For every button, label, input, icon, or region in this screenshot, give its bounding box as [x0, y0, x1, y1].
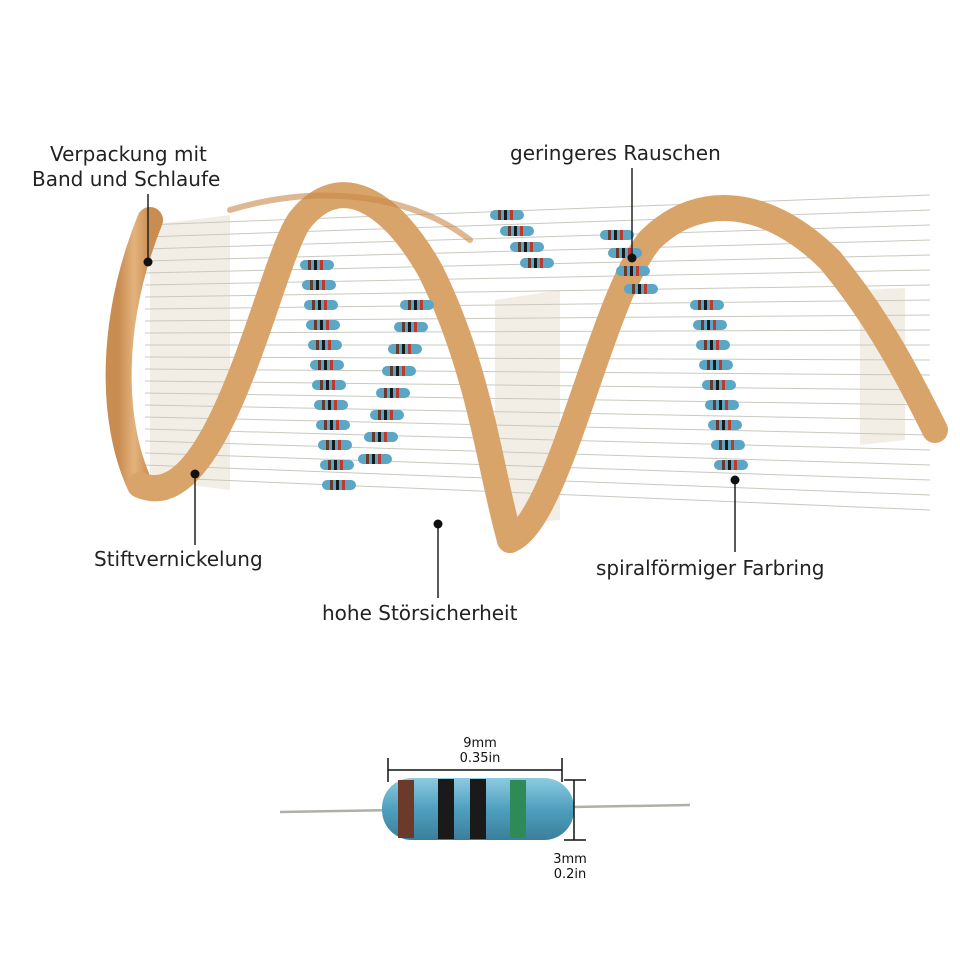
lead-wire	[144, 209, 931, 238]
lead-wire	[144, 440, 931, 466]
small-resistor	[400, 300, 434, 310]
small-resistor	[320, 460, 354, 470]
callout-packaging-line2: Band und Schlaufe	[32, 167, 221, 191]
small-resistor	[306, 320, 340, 330]
lead-wire	[144, 380, 931, 391]
small-resistor	[308, 340, 342, 350]
lead-wire	[144, 452, 931, 481]
small-resistor	[314, 400, 348, 410]
small-resistor	[304, 300, 338, 310]
small-resistor	[699, 360, 733, 370]
color-band-1	[398, 780, 414, 838]
callout-dots	[143, 253, 740, 529]
small-resistor	[364, 432, 398, 442]
callout-nickel-pins: Stiftvernickelung	[94, 547, 263, 571]
small-resistor	[358, 454, 392, 464]
color-band-2	[438, 779, 454, 839]
small-resistor	[702, 380, 736, 390]
lead-wire	[144, 428, 931, 451]
lead-wire	[144, 329, 931, 334]
small-resistor	[318, 440, 352, 450]
lead-wire	[144, 416, 931, 436]
resistor-band	[300, 210, 748, 490]
small-resistor	[714, 460, 748, 470]
callout-color-ring: spiralförmiger Farbring	[596, 556, 825, 580]
lead-wire	[144, 368, 931, 376]
small-resistor	[316, 420, 350, 430]
small-resistor	[696, 340, 730, 350]
small-resistor	[705, 400, 739, 410]
small-resistor	[616, 266, 650, 276]
callout-lines	[147, 168, 736, 598]
callout-low-noise: geringeres Rauschen	[510, 141, 721, 165]
length-in-label: 0.35in	[459, 751, 501, 766]
lead-wire	[144, 392, 931, 406]
length-mm-label: 9mm	[463, 736, 497, 751]
small-resistor	[322, 480, 356, 490]
color-band-4	[510, 780, 526, 838]
small-resistor	[510, 242, 544, 252]
callout-interference: hohe Störsicherheit	[322, 601, 518, 625]
small-resistor	[490, 210, 524, 220]
packaging-tape	[105, 182, 948, 553]
lead-wire	[144, 314, 931, 322]
lead-wire	[144, 194, 931, 226]
small-resistor	[608, 248, 642, 258]
small-resistor	[624, 284, 658, 294]
lead-wire	[144, 464, 931, 496]
diameter-in-label: 0.2in	[553, 867, 587, 882]
small-resistor	[693, 320, 727, 330]
small-resistor	[382, 366, 416, 376]
small-resistor	[708, 420, 742, 430]
small-resistor	[376, 388, 410, 398]
small-resistor	[500, 226, 534, 236]
small-resistor	[302, 280, 336, 290]
small-resistor	[711, 440, 745, 450]
small-resistor	[312, 380, 346, 390]
lead-wire	[144, 404, 931, 421]
small-resistor	[520, 258, 554, 268]
small-resistor	[300, 260, 334, 270]
callout-packaging-line1: Verpackung mit	[50, 142, 207, 166]
small-resistor	[388, 344, 422, 354]
lead-wire	[144, 356, 931, 361]
small-resistor	[310, 360, 344, 370]
small-resistor	[370, 410, 404, 420]
color-band-3	[470, 779, 486, 839]
small-resistor	[600, 230, 634, 240]
diameter-mm-label: 3mm	[553, 852, 587, 867]
resistor-detail	[279, 758, 691, 841]
small-resistor	[690, 300, 724, 310]
small-resistor	[394, 322, 428, 332]
